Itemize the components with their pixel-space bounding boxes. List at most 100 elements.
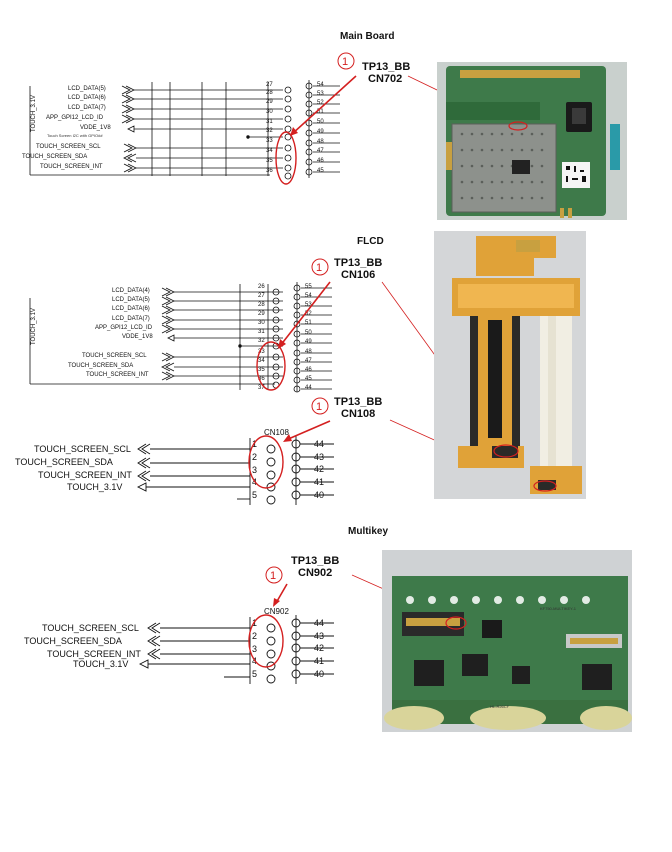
signal-label: TOUCH_SCREEN_SCL [42, 623, 139, 633]
flcd-section: FLCD 1 TP13_BB CN106 TOUCH_3.1V LCD_DATA… [15, 231, 586, 505]
pin-number: 46 [305, 367, 312, 373]
pin-number: 32 [258, 338, 265, 344]
pin-number: 50 [305, 330, 312, 336]
connector-pins: 27 28 29 30 31 32 33 34 35 36 54 53 52 5… [266, 80, 340, 180]
pin-number: 26 [258, 284, 265, 290]
pin-number: 53 [305, 302, 312, 308]
pin-number: 27 [266, 82, 273, 88]
signal-label: LCD_DATA(7) [112, 316, 150, 322]
signal-label: LCD_DATA(4) [112, 288, 150, 294]
pin-number: 34 [266, 148, 273, 154]
connector-header: CN108 [264, 428, 289, 437]
pin-number: 30 [266, 109, 273, 115]
pin-number: 31 [258, 329, 265, 335]
pin-number: 51 [317, 109, 324, 115]
board-marking: KF750-MULTIKEY-1 [540, 606, 577, 611]
pin-number: 50 [317, 119, 324, 125]
highlight-ellipse [248, 614, 284, 668]
pin-number: 46 [317, 158, 324, 164]
pointer-arrow [291, 75, 357, 135]
pin-number: 30 [258, 320, 265, 326]
highlight-ellipse [275, 131, 297, 185]
pin-number: 53 [317, 91, 324, 97]
main-board-section: Main Board 1 TP13_BB CN702 TOUCH_3.1V LC… [22, 31, 627, 220]
tp-label: TP13_BB [334, 396, 382, 408]
pin-number: 36 [266, 168, 273, 174]
pin-number: 5 [252, 669, 257, 679]
signal-label: TOUCH_SCREEN_SDA [15, 457, 113, 467]
connector-label: CN108 [341, 408, 375, 420]
signal-label: TOUCH_SCREEN_SCL [34, 444, 131, 454]
pin-number: 51 [305, 320, 312, 326]
pin-number: 2 [252, 452, 257, 462]
pin-number: 35 [258, 367, 265, 373]
cn108-block: 1 TP13_BB CN108 CN108 TOUCH_SCREEN_SCL T… [15, 396, 535, 505]
signal-label: TOUCH_SCREEN_INT [38, 470, 132, 480]
signal-label: TOUCH_SCREEN_SCL [36, 144, 101, 150]
signal-label: TOUCH_SCREEN_SDA [24, 636, 122, 646]
pin-number: 33 [266, 138, 273, 144]
pin-number: 3 [252, 644, 257, 654]
flcd-title: FLCD [357, 236, 384, 247]
pin-number: 28 [258, 302, 265, 308]
pin-number: 36 [258, 376, 265, 382]
pin-number: 52 [317, 100, 324, 106]
rail-label: TOUCH_3.1V [31, 95, 37, 132]
pin-number: 27 [258, 293, 265, 299]
pin-number: 44 [305, 385, 312, 391]
pin-number: 5 [252, 490, 257, 500]
main-board-photo [437, 62, 627, 220]
signal-wires [161, 284, 283, 390]
connector-pins: 26 27 28 29 30 31 32 33 34 35 36 37 55 5… [258, 282, 332, 393]
pin-number: 2 [252, 631, 257, 641]
marker-number: 1 [316, 262, 322, 274]
highlight-ellipse [248, 435, 284, 489]
board-marking: HL-R26CF [490, 704, 510, 709]
pin-number: 34 [258, 358, 265, 364]
signal-label: LCD_DATA(6) [68, 95, 106, 101]
pin-number: 35 [266, 158, 273, 164]
pin-number: 29 [258, 311, 265, 317]
arrow-head [273, 598, 280, 607]
marker-circle [311, 397, 329, 415]
marker-circle [337, 52, 355, 70]
signal-label: TOUCH_3.1V [67, 482, 122, 492]
pin-number: 28 [266, 90, 273, 96]
signal-label: VDDE_1V8 [80, 125, 111, 131]
tp-label: TP13_BB [291, 555, 339, 567]
pointer-arrow [285, 420, 331, 441]
highlight-ellipse [256, 341, 286, 391]
signal-label: LCD_DATA(7) [68, 105, 106, 111]
connector-label: CN702 [368, 73, 402, 85]
multikey-title: Multikey [348, 526, 388, 537]
arrow-head [290, 127, 298, 136]
connector-pins: 1 2 3 4 5 44 43 42 41 40 [252, 615, 334, 684]
arrow-head [283, 434, 292, 442]
marker-number: 1 [270, 570, 276, 582]
connector-header: CN902 [264, 607, 289, 616]
pin-number: 29 [266, 99, 273, 105]
arrow-head [278, 339, 286, 349]
pin-number: 48 [317, 139, 324, 145]
pin-number: 48 [305, 349, 312, 355]
pin-number: 32 [266, 128, 273, 134]
marker-number: 1 [316, 401, 322, 413]
multikey-board-photo: KF750-MULTIKEY-1 HL-R26CF [382, 550, 632, 732]
connector-highlight [493, 444, 519, 458]
signal-label: TOUCH_SCREEN_INT [47, 649, 141, 659]
connector-label: CN106 [341, 269, 375, 281]
signal-label: TOUCH_3.1V [73, 659, 128, 669]
connector-highlight [508, 121, 528, 131]
pin-number: 45 [317, 168, 324, 174]
signal-label: APP_GPI12_LCD_ID [46, 115, 104, 121]
note-label: Touch Screen I2C with GPIO## [47, 133, 103, 138]
marker-circle [265, 566, 283, 584]
pin-number: 3 [252, 465, 257, 475]
signal-label: TOUCH_SCREEN_SDA [68, 363, 133, 369]
signal-label: LCD_DATA(5) [112, 297, 150, 303]
flcd-flex-photo [434, 231, 586, 499]
signal-label: LCD_DATA(5) [68, 86, 106, 92]
pin-number: 37 [258, 385, 265, 391]
pin-number: 47 [317, 148, 324, 154]
